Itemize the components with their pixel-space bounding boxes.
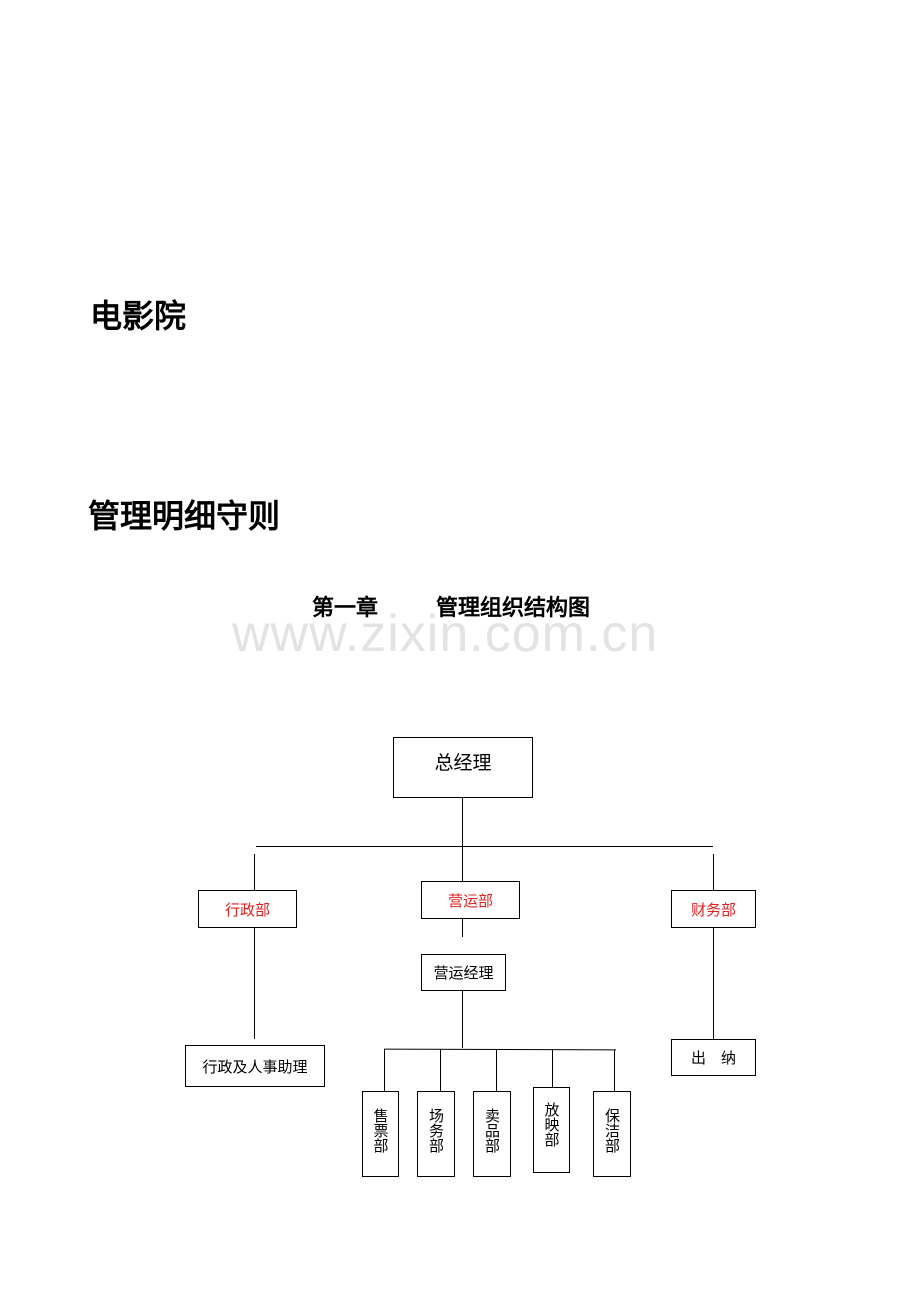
org-node-general-manager: 总经理 — [393, 737, 533, 798]
org-node-concessions: 卖品部 — [473, 1091, 511, 1177]
connector-unit-1 — [384, 1049, 385, 1092]
connector-top-down — [462, 797, 463, 937]
connector-unit-4 — [552, 1049, 553, 1088]
connector-admin — [254, 854, 255, 890]
org-node-projection: 放映部 — [533, 1087, 570, 1173]
connector-unit-3 — [496, 1049, 497, 1092]
connector-units-horizontal — [383, 1048, 617, 1051]
connector-ops-manager-down — [462, 990, 463, 1048]
org-node-operations-dept: 营运部 — [421, 881, 520, 919]
chapter-number: 第一章 — [312, 596, 379, 621]
org-node-finance-dept: 财务部 — [671, 890, 756, 928]
watermark: www.zixin.com.cn — [232, 605, 659, 663]
connector-finance — [713, 854, 714, 890]
org-node-admin-dept: 行政部 — [198, 890, 297, 928]
org-node-ticket-office: 售票部 — [362, 1091, 399, 1177]
org-node-cashier: 出 纳 — [671, 1039, 756, 1076]
connector-admin-child — [254, 927, 255, 1039]
org-node-venue-services: 场务部 — [417, 1091, 455, 1177]
org-node-admin-hr-assistant: 行政及人事助理 — [185, 1045, 325, 1087]
org-node-operations-manager: 营运经理 — [421, 954, 506, 991]
org-node-cleaning: 保洁部 — [593, 1091, 631, 1177]
connector-finance-child — [713, 927, 714, 1039]
document-title: 电影院 — [90, 297, 187, 335]
connector-unit-2 — [440, 1049, 441, 1092]
connector-horizontal-main — [256, 846, 713, 847]
connector-unit-5 — [614, 1050, 615, 1092]
document-subtitle: 管理明细守则 — [88, 497, 281, 535]
chapter-title: 管理组织结构图 — [436, 596, 591, 621]
